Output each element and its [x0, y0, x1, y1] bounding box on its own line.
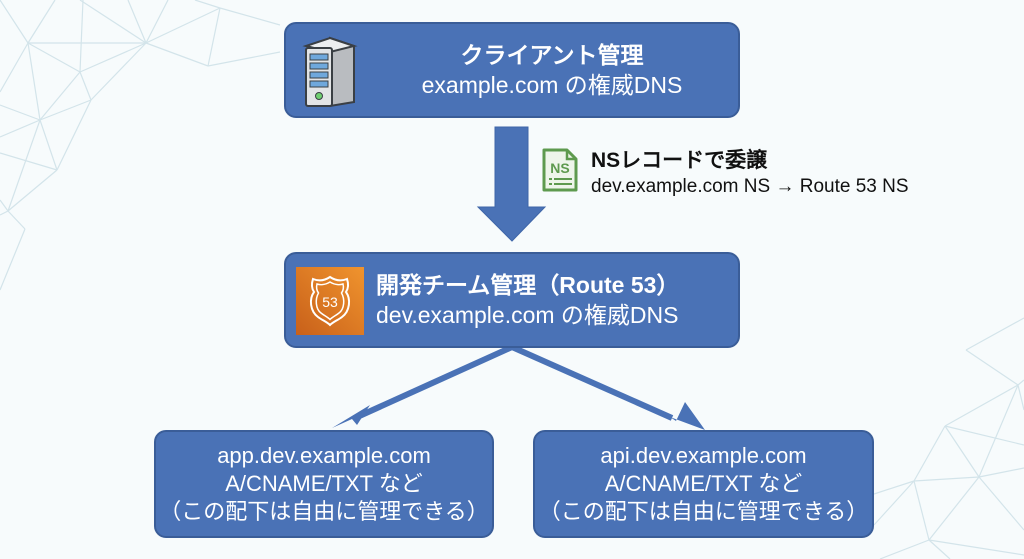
delegation-block-arrow [476, 126, 547, 242]
ns-record-icon: NS [542, 148, 578, 192]
app-node-note: （この配下は自由に管理できる） [159, 499, 489, 524]
api-subdomain-node: api.dev.example.com A/CNAME/TXT など （この配下… [533, 430, 874, 538]
client-node-title: クライアント管理 [460, 42, 644, 68]
delegation-title: NSレコードで委譲 [591, 149, 768, 172]
api-node-note: （この配下は自由に管理できる） [538, 499, 869, 524]
delegation-detail: dev.example.com NS → Route 53 NS [591, 176, 909, 197]
background-mesh-bottom-right [873, 317, 1024, 559]
dev-team-node-text: 開発チーム管理（Route 53） dev.example.com の権威DNS [376, 270, 728, 330]
app-node-domain: app.dev.example.com [217, 443, 431, 468]
route53-icon: 53 [296, 267, 364, 335]
client-node-text: クライアント管理 example.com の権威DNS [376, 40, 728, 100]
app-subdomain-node: app.dev.example.com A/CNAME/TXT など （この配下… [154, 430, 494, 538]
app-node-text: app.dev.example.com A/CNAME/TXT など （この配下… [159, 442, 489, 526]
dev-team-dns-node: 53 開発チーム管理（Route 53） dev.example.com の権威… [284, 252, 740, 348]
edge-dev-to-app-arrowhead [332, 405, 370, 428]
api-node-domain: api.dev.example.com [600, 443, 807, 468]
edge-dev-to-api-arrowhead [670, 402, 705, 430]
dev-team-node-subtitle: dev.example.com の権威DNS [376, 302, 679, 328]
edge-dev-to-api [510, 344, 674, 421]
background-mesh-top-left [0, 0, 281, 291]
app-node-records: A/CNAME/TXT など [225, 471, 423, 496]
route53-icon-label: 53 [322, 294, 338, 310]
api-node-records: A/CNAME/TXT など [604, 471, 803, 496]
client-dns-node: クライアント管理 example.com の権威DNS [284, 22, 740, 118]
dev-team-node-title: 開発チーム管理（Route 53） [376, 272, 680, 298]
ns-icon-label: NS [550, 160, 569, 176]
client-node-subtitle: example.com の権威DNS [421, 72, 683, 98]
api-node-text: api.dev.example.com A/CNAME/TXT など （この配下… [539, 442, 869, 526]
server-icon [302, 36, 358, 108]
edge-dev-to-app [353, 344, 514, 421]
